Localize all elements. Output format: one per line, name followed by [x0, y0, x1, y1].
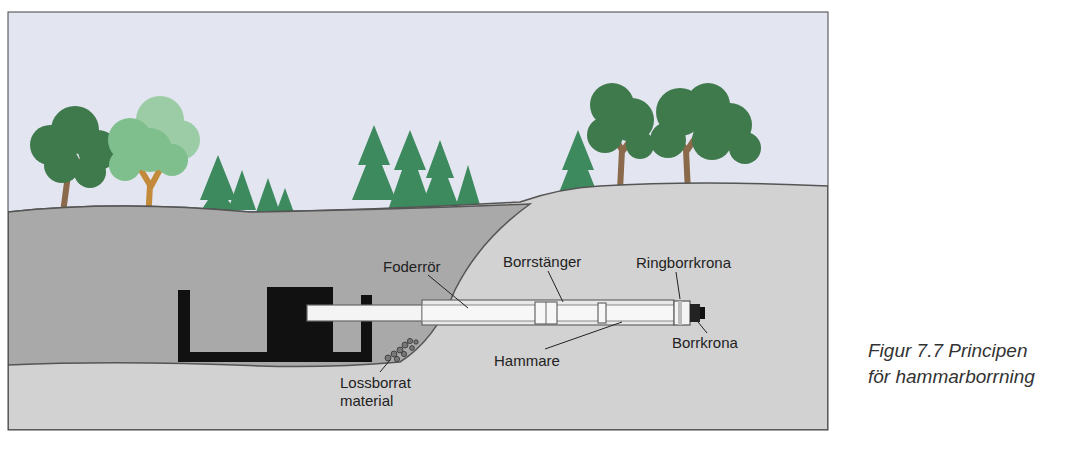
- frame: [8, 12, 828, 430]
- soil: [8, 204, 530, 367]
- drill-bit: [690, 304, 700, 322]
- leader-lines: [380, 271, 707, 372]
- part-label: Ringborrkrona: [636, 254, 731, 272]
- hammer: [598, 303, 606, 323]
- ring-bit: [674, 301, 690, 325]
- drill-rod: [307, 305, 432, 321]
- rock-ground: [8, 183, 828, 430]
- part-label: Foderrör: [383, 258, 441, 276]
- part-label: Borrkrona: [672, 334, 738, 352]
- part-label: Lossborrat material: [340, 374, 440, 410]
- casing-pipe: [422, 300, 674, 325]
- figure-caption: Figur 7.7 Principen för hammarborrning: [868, 338, 1054, 390]
- part-label: Hammare: [494, 352, 560, 370]
- drill-rig: [178, 287, 372, 362]
- cuttings: [385, 338, 418, 361]
- rod-joint: [535, 302, 557, 324]
- part-label: Borrstänger: [503, 253, 581, 271]
- sky: [8, 12, 828, 430]
